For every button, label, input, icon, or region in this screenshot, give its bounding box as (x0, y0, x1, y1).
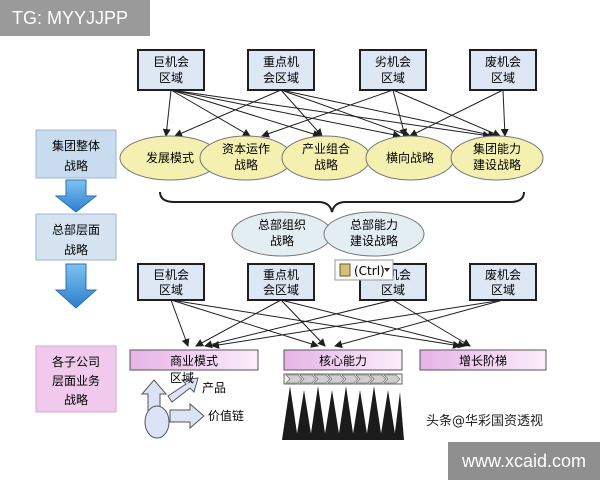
watermark-caption: 头条@华彩国资透视 (426, 414, 544, 429)
box-line: 区域 (381, 283, 405, 297)
chevron-down-icon (384, 268, 390, 272)
grouping-brace (159, 191, 525, 213)
ellipse-line: 战略 (314, 157, 338, 172)
opportunity-box-ju-top: 巨机会 区域 (137, 49, 205, 91)
growth-ladder-bar: 增长阶梯 (419, 349, 547, 371)
paste-options-tooltip[interactable]: (Ctrl) (334, 259, 394, 281)
down-arrow-icon (54, 263, 98, 309)
opportunity-box-fei-bottom: 废机会 区域 (469, 263, 537, 301)
business-model-subdiagram: 区域 产品 价值链 (140, 371, 244, 439)
sublabel-value-chain: 价值链 (208, 408, 244, 423)
box-line: 废机会 (485, 54, 521, 69)
strategy-ellipse-hq-org: 总部组织 战略 (231, 211, 333, 257)
ctrl-label: (Ctrl) (354, 264, 385, 278)
level-line: 集团整体 (52, 138, 100, 153)
watermark-bottom-right: www.xcaid.com (448, 442, 600, 480)
box-line: 区域 (159, 283, 183, 297)
circle-shape (144, 405, 170, 439)
level-label-group: 集团整体 战略 (35, 129, 117, 179)
box-line: 重点机 (263, 55, 299, 69)
ellipse-line: 发展模式 (146, 150, 194, 165)
box-line: 巨机会 (153, 55, 189, 69)
ellipse-line: 总部组织 (258, 217, 306, 232)
clipboard-icon (339, 263, 351, 277)
watermark-top-left: TG: MYYJJPP (0, 0, 150, 36)
right-arrow-icon (169, 402, 205, 430)
strategy-ellipse-industry-portfolio: 产业组合 战略 (281, 135, 371, 181)
level-label-hq: 总部层面 战略 (35, 213, 117, 261)
box-line: 重点机 (263, 268, 299, 282)
business-model-bar: 商业模式 (129, 349, 259, 371)
sublabel-product: 产品 (202, 381, 226, 395)
opportunity-box-zhongdian-bottom: 重点机 会区域 (247, 263, 315, 301)
bar-label: 核心能力 (319, 354, 367, 368)
ellipse-line: 产业组合 (302, 141, 350, 156)
bottom-connector-arrows (170, 299, 504, 349)
strategy-ellipse-capability: 集团能力 建设战略 (450, 135, 544, 181)
top-connector-arrows (162, 89, 509, 139)
ellipse-line: 建设战略 (473, 157, 521, 172)
box-line: 会区域 (263, 283, 299, 297)
bar-label: 增长阶梯 (459, 354, 507, 368)
box-line: 废机会 (485, 267, 521, 282)
level-line: 各子公司 (52, 354, 100, 369)
core-capability-subdiagram (282, 373, 404, 440)
bar-label: 商业模式 (170, 353, 218, 368)
ellipse-line: 战略 (270, 233, 294, 248)
strategy-ellipse-capital: 资本运作 战略 (199, 135, 293, 181)
ellipse-line: 建设战略 (350, 233, 398, 248)
box-line: 区域 (491, 283, 515, 297)
diagonal-arrow-icon (167, 377, 199, 403)
sublabel-region: 区域 (170, 371, 194, 385)
ellipse-line: 总部能力 (350, 217, 398, 232)
level-label-sub: 各子公司 层面业务 战略 (35, 345, 117, 413)
opportunity-box-ju-bottom: 巨机会 区域 (137, 263, 205, 301)
bottom-opportunity-row: 巨机会 区域 重点机 会区域 劣机会 区域 废机会 区域 (137, 263, 537, 301)
group-strategy-row: 发展模式 资本运作 战略 产业组合 战略 横向战略 集团能力 建设战略 (119, 135, 544, 181)
ellipse-line: 战略 (234, 157, 258, 172)
level-line: 战略 (64, 392, 88, 407)
hq-strategy-row: 总部组织 战略 总部能力 建设战略 (231, 211, 425, 257)
opportunity-box-zhongdian-top: 重点机 会区域 (247, 49, 315, 91)
ellipse-line: 资本运作 (222, 142, 270, 156)
box-line: 巨机会 (153, 268, 189, 282)
top-opportunity-row: 巨机会 区域 重点机 会区域 劣机会 区域 废机会 区域 (137, 49, 537, 91)
box-line: 会区域 (263, 71, 299, 85)
box-line: 区域 (159, 71, 183, 85)
strategy-ellipse-horizontal: 横向战略 (365, 135, 455, 181)
opportunity-box-lie-bottom: 劣机会 区域 (359, 263, 427, 301)
level-line: 层面业务 (52, 373, 100, 388)
ellipse-line: 横向战略 (386, 150, 434, 165)
level-line: 战略 (64, 158, 88, 173)
box-line: 劣机会 (375, 55, 411, 69)
level-line: 总部层面 (52, 222, 100, 237)
opportunity-box-fei-top: 废机会 区域 (469, 49, 537, 91)
strategy-ellipse-hq-capability: 总部能力 建设战略 (323, 211, 425, 257)
level-line: 战略 (64, 242, 88, 257)
ellipse-line: 集团能力 (473, 141, 521, 156)
down-arrow-icon (54, 179, 98, 213)
box-line: 区域 (381, 71, 405, 85)
core-capability-bar: 核心能力 (283, 349, 403, 371)
opportunity-box-lie-top: 劣机会 区域 (359, 49, 427, 91)
box-line: 区域 (491, 71, 515, 85)
